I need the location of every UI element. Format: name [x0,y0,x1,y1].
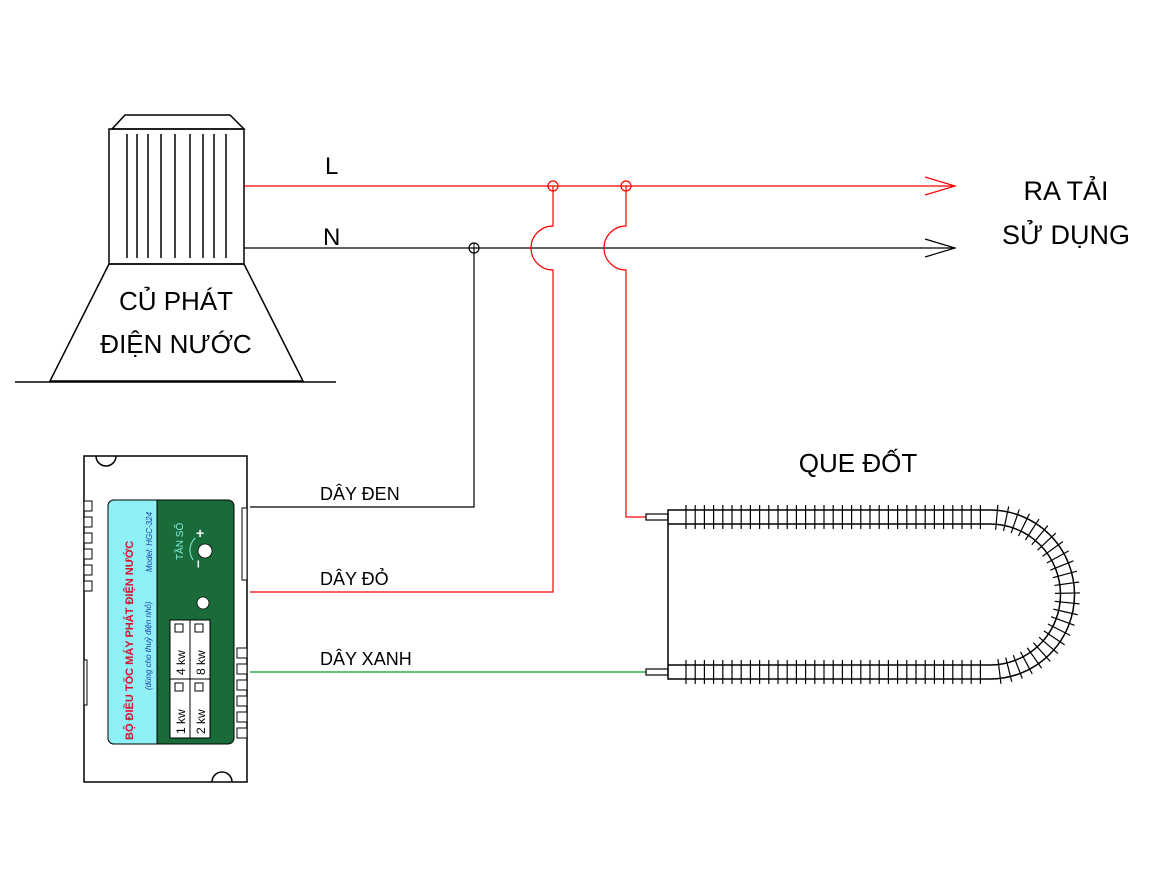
heater-fin [1010,509,1020,534]
power-option-8kw: 8 kw [194,650,208,675]
freq-adjust-arrow-icon [189,537,196,561]
live-label: L [325,153,338,180]
power-option-4kw: 4 kw [174,650,188,675]
neutral-arrow-icon [924,238,958,258]
heater-fin [1050,616,1075,626]
generator-top-cap [110,114,246,130]
power-checkbox-8kw[interactable] [194,623,204,633]
heater-fin [995,504,999,530]
heater-fin [1047,623,1071,636]
power-option-2kw: 2 kw [194,709,208,734]
load-label-line1: RA TẢI [1023,174,1108,206]
generator-fins [126,134,227,258]
heater-fin [1052,570,1078,579]
right-pins [236,647,248,739]
heater-fin [1054,581,1080,587]
heater-bottom-terminal [645,668,669,676]
neutral-label: N [323,224,340,251]
power-option-1kw: 1 kw [174,709,188,734]
mount-hole-top [95,455,117,467]
heater-fin [1012,654,1023,679]
heater-fin [1005,657,1013,682]
heater-fin [1042,541,1064,557]
generator: CỦ PHÁT ĐIỆN NƯỚC [15,114,336,383]
heater-top-terminal [645,513,669,521]
black-wire [250,242,480,508]
red-wire-label: DÂY ĐỎ [320,568,389,589]
black-wire-label: DÂY ĐEN [320,484,400,504]
green-wire-label: DÂY XANH [320,649,412,669]
heater-fin [1043,630,1065,646]
heater-live-wire [603,180,646,518]
red-wire [250,180,559,593]
power-checkbox-4kw[interactable] [174,623,184,633]
controller-subtitle: (dùng cho thuỷ điện nhỏ) [144,601,153,690]
heater-fin [1026,647,1043,669]
live-line: L [244,153,958,196]
heater-fin [1053,608,1078,616]
heater-fin [1037,532,1057,551]
heater-fin [1046,550,1070,564]
controller: BỘ ĐIỀU TỐC MÁY PHÁT ĐIỆN NƯỚC (dùng cho… [83,455,248,783]
generator-label-line2: ĐIỆN NƯỚC [100,329,251,359]
heater-fin [1031,525,1049,546]
heater-fin [1054,600,1080,605]
controller-model: Model: HGC-324 [145,511,154,572]
heater-element [645,504,1080,684]
heater-fin [1002,506,1010,532]
freq-minus: − [190,560,206,568]
left-pins [83,500,93,592]
heater-fin [1033,642,1051,662]
heater-fin [997,658,1002,684]
neutral-line: N [244,224,958,258]
generator-label-line1: CỦ PHÁT [119,285,233,316]
heater-fin [1017,513,1030,537]
heater-fin [1038,636,1059,654]
mount-hole-bottom [211,771,233,783]
controller-label-area [107,499,158,745]
generator-body [108,128,245,265]
power-checkbox-1kw[interactable] [174,682,184,692]
live-arrow-icon [924,176,958,196]
right-slot [241,507,248,581]
power-checkbox-2kw[interactable] [194,682,204,692]
controller-title: BỘ ĐIỀU TỐC MÁY PHÁT ĐIỆN NƯỚC [122,541,136,740]
freq-adjust-knob[interactable] [197,543,213,559]
freq-plus: + [196,525,204,541]
heater-fin [1050,560,1074,571]
freq-label: TẦN SỐ [172,523,186,560]
left-slot [83,659,88,706]
heater-fin [1024,518,1040,541]
load-label-line2: SỬ DỤNG [1002,218,1130,250]
heater-label: QUE ĐỐT [799,448,918,478]
heater-fin [1019,651,1033,675]
generator-base [48,263,305,382]
indicator-led [196,596,210,610]
